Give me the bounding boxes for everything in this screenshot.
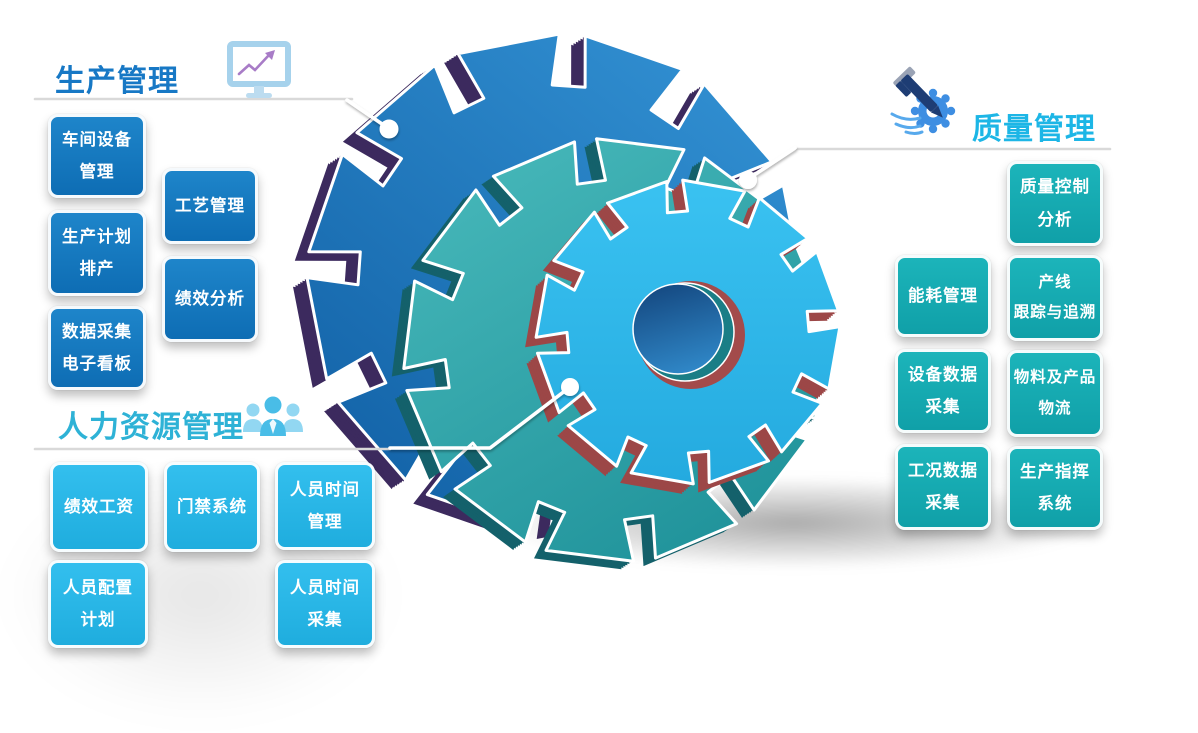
quality-connector <box>739 146 797 189</box>
hr-connector <box>388 378 579 450</box>
production-connector-dot <box>379 119 399 139</box>
cyan-gear <box>525 178 842 494</box>
hr-connector-dot <box>561 378 579 396</box>
quality-connector-dot <box>739 171 757 189</box>
production-connector <box>345 98 399 139</box>
